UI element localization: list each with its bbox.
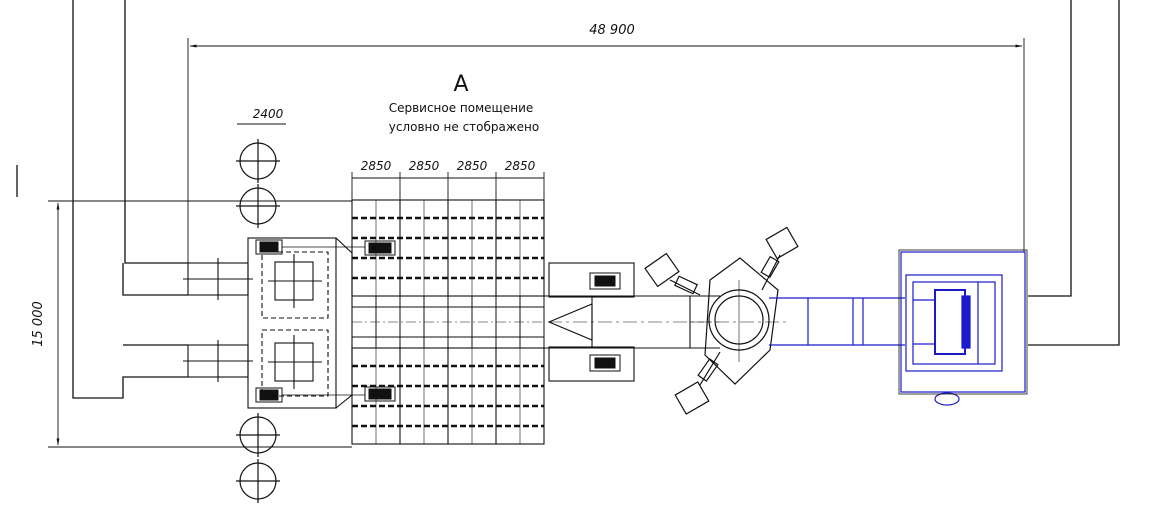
entry-block [183,237,353,409]
column-2 [236,184,280,228]
rack-grid-top [351,199,545,297]
zone-label: A [453,72,468,97]
column-3 [236,413,280,457]
rack-grid-bottom [351,347,545,445]
outfeed-conveyor [769,297,905,346]
overall-width-label: 15 000 [31,301,46,347]
overall-width-dimension [48,200,352,448]
column-spacing-label: 2400 [253,107,284,121]
robot-arms [644,226,799,415]
bay-dim-1: 2850 [361,159,392,173]
center-conveyor [351,295,545,349]
column-1 [236,139,280,183]
bay-dim-4: 2850 [505,159,536,173]
overall-length-dimension [187,38,1025,265]
bay-dimension-lines [351,172,545,200]
bay-dim-3: 2850 [457,159,488,173]
blue-unit-outline [898,249,1028,395]
bay-dim-2: 2850 [409,159,440,173]
column-4 [236,459,280,503]
overall-length-label: 48 900 [589,23,635,38]
building-walls [16,0,1120,399]
robot-units [255,239,621,403]
columns [236,139,280,503]
central-manipulator [690,257,790,385]
service-note-line-1: Сервисное помещение [389,101,534,115]
service-note-line-2: условно не стображено [389,120,540,134]
blue-equipment-unit [900,251,1026,406]
